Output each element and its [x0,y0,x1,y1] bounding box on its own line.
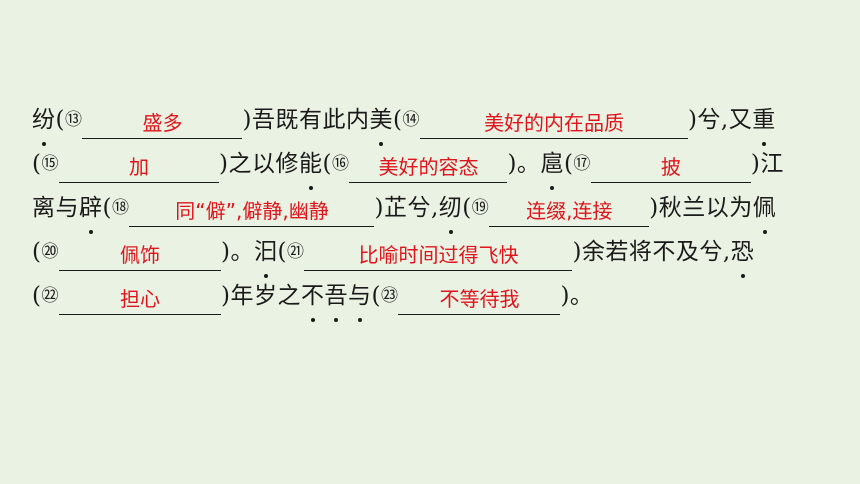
answer-blank-16: 美好的容态 [349,152,508,183]
dotted-word: 辟 [79,186,103,234]
note-number: ⑯ [331,154,350,174]
note-number: ⑬ [64,110,83,130]
dotted-word: 与 [348,274,372,322]
answer-blank-23: 不等待我 [398,284,561,315]
text-segment: ( [322,151,332,177]
dotted-word: 重 [752,98,776,146]
answer-text: 披 [660,155,681,179]
text-segment: ( [277,239,287,265]
text-segment: ( [392,107,403,133]
text-segment: ( [55,107,65,133]
text-segment: ( [32,151,42,177]
answer-blank-14: 美好的内在品质 [419,108,688,139]
text-segment: )吾既有此内 [242,107,370,133]
answer-text: 美好的内在品质 [483,111,624,135]
text-segment: 离与 [32,195,79,221]
text-segment: )年岁之 [220,283,301,309]
text-segment: )芷兮, [374,195,439,221]
note-number: ⑭ [402,110,420,130]
text-segment: ( [102,195,112,221]
text-segment: )余若将不及兮, [572,239,731,265]
dotted-word: 吾 [324,274,348,322]
dotted-word: 纫 [439,186,463,234]
text-segment: )。 [560,283,594,309]
text-segment: )江 [750,151,784,177]
text-segment: ( [563,151,574,177]
text-segment: )。 [507,151,541,177]
answer-text: 盛多 [142,111,183,135]
answer-blank-15: 加 [58,152,219,183]
answer-text: 同“僻”,僻静,幽静 [175,199,329,223]
answer-text: 不等待我 [439,287,520,311]
dotted-word: 扈 [540,142,564,190]
answer-text: 连缀,连接 [526,199,613,223]
note-number: ㉓ [380,286,399,306]
note-number: ⑳ [41,242,59,262]
text-segment: ( [32,239,42,265]
answer-text: 美好的容态 [378,155,479,179]
note-number: ㉑ [286,242,305,262]
dotted-word: 汩 [254,230,278,278]
dotted-word: 能 [299,142,323,190]
note-number: ㉒ [41,286,59,306]
dotted-word: 纷 [32,98,56,146]
answer-blank-19: 连缀,连接 [489,196,650,227]
answer-text: 比喻时间过得飞快 [358,243,519,267]
note-number: ⑮ [41,154,59,174]
answer-text: 加 [128,155,149,179]
text-segment: ( [32,283,42,309]
text-segment: ( [462,195,472,221]
note-number: ⑱ [111,198,130,218]
answer-blank-17: 披 [590,152,751,183]
answer-blank-18: 同“僻”,僻静,幽静 [129,196,375,227]
text-segment: ( [371,283,381,309]
dotted-word: 佩 [753,186,777,234]
answer-text: 担心 [119,287,160,311]
dotted-word: 恐 [731,230,755,278]
text-segment: )之以修 [218,151,299,177]
note-number: ⑰ [573,154,591,174]
answer-text: 佩饰 [119,243,160,267]
text-segment: )秋兰以为 [649,195,753,221]
note-number: ⑲ [471,198,490,218]
answer-blank-20: 佩饰 [58,240,221,271]
text-segment: )。 [220,239,254,265]
text-segment: )兮,又 [687,107,753,133]
answer-blank-21: 比喻时间过得飞快 [304,240,573,271]
answer-blank-22: 担心 [58,284,221,315]
answer-blank-13: 盛多 [82,108,243,139]
dotted-word: 美 [369,98,393,146]
dotted-word: 不 [301,274,325,322]
